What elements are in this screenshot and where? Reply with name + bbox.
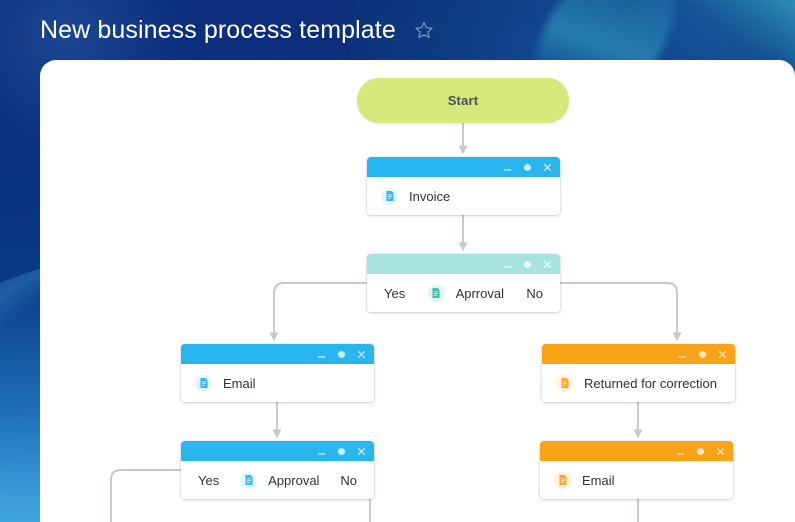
node-email-right-body: Email [540,461,733,499]
node-start-label: Start [447,93,479,108]
node-returned-titlebar [542,344,735,364]
node-email-left-body: Email [181,364,374,402]
process-diagram[interactable]: Start [40,60,795,522]
node-invoice-titlebar [367,157,560,177]
node-invoice-body: Invoice [367,177,560,215]
gear-icon[interactable] [336,446,347,457]
minimize-icon[interactable] [677,349,688,360]
close-icon[interactable] [715,446,726,457]
node-approval-2-body: Yes Approval No [181,461,374,499]
node-email-left[interactable]: Email [181,344,374,402]
node-approval-2[interactable]: Yes Approval No [181,441,374,499]
node-approval-2-titlebar [181,441,374,461]
close-icon[interactable] [542,162,553,173]
node-returned-for-correction[interactable]: Returned for correction [542,344,735,402]
document-icon [381,187,398,205]
node-email-right[interactable]: Email [540,441,733,499]
document-icon [240,471,258,489]
document-icon [427,284,445,302]
node-approval-1-yes-label: Yes [384,285,406,301]
close-icon[interactable] [356,349,367,360]
document-icon [554,471,571,489]
node-approval-2-center: Approval [240,471,320,489]
node-approval-1-titlebar [367,254,560,274]
diagram-canvas-card: Start [40,60,795,522]
gear-icon[interactable] [522,259,533,270]
gear-icon[interactable] [336,349,347,360]
page-header: New business process template [0,0,795,60]
node-approval-1-label: Aprroval [455,285,504,301]
node-returned-label: Returned for correction [584,375,717,391]
node-approval-1[interactable]: Yes Aprroval No [367,254,560,312]
gear-icon[interactable] [697,349,708,360]
minimize-icon[interactable] [502,162,513,173]
node-email-right-label: Email [582,472,615,488]
node-approval-1-body: Yes Aprroval No [367,274,560,312]
node-email-left-titlebar [181,344,374,364]
node-invoice-label: Invoice [409,188,451,204]
close-icon[interactable] [717,349,728,360]
page-title: New business process template [40,15,396,44]
node-invoice[interactable]: Invoice [367,157,560,215]
minimize-icon[interactable] [675,446,686,457]
star-outline-icon[interactable] [414,20,434,40]
gear-icon[interactable] [695,446,706,457]
node-start[interactable]: Start [357,78,569,123]
node-email-left-label: Email [223,375,256,391]
node-approval-1-center: Aprroval [427,284,504,302]
node-email-right-titlebar [540,441,733,461]
node-approval-2-yes-label: Yes [198,472,220,488]
minimize-icon[interactable] [316,349,327,360]
close-icon[interactable] [356,446,367,457]
node-approval-1-no-label: No [526,285,543,301]
node-approval-2-no-label: No [340,472,357,488]
document-icon [195,374,212,392]
close-icon[interactable] [542,259,553,270]
edge-approval2-yes [110,469,181,522]
document-icon [556,374,573,392]
gear-icon[interactable] [522,162,533,173]
node-returned-body: Returned for correction [542,364,735,402]
edge-approval1-yes [269,282,367,342]
minimize-icon[interactable] [316,446,327,457]
edge-approval1-no [560,282,682,342]
minimize-icon[interactable] [502,259,513,270]
node-approval-2-label: Approval [268,472,320,488]
